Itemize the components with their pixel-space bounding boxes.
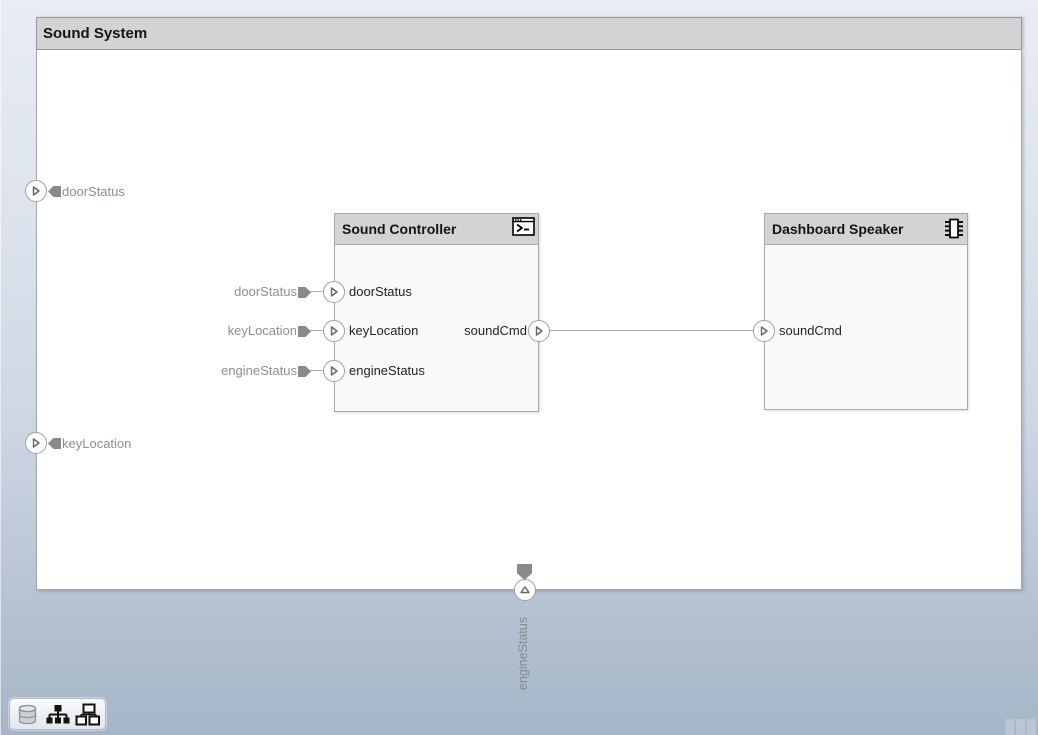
diagram-title-bar: Sound System	[36, 17, 1022, 50]
connection-stub-icon[interactable]	[517, 564, 532, 580]
data-dictionary-icon[interactable]	[14, 701, 41, 728]
port-label: soundCmd	[464, 323, 527, 338]
connection-stub-icon[interactable]	[48, 438, 61, 449]
port-label: keyLocation	[349, 323, 419, 338]
connection-wire[interactable]	[310, 330, 324, 331]
diagram-title: Sound System	[43, 25, 148, 42]
tree-view-icon[interactable]	[44, 701, 71, 728]
boundary-port-label: keyLocation	[62, 436, 132, 451]
boundary-port-label: doorStatus	[62, 184, 125, 199]
corner-chip	[1027, 719, 1036, 735]
connection-stub-icon[interactable]	[298, 366, 311, 377]
corner-chip	[1005, 719, 1014, 735]
view-switcher-toolbar	[9, 698, 106, 730]
output-port-triangle-icon	[535, 326, 543, 336]
ic-chip-icon	[943, 217, 964, 240]
boundary-input-port-doorstatus[interactable]	[25, 180, 47, 202]
input-port-triangle-icon	[32, 438, 40, 448]
input-port-triangle-icon	[330, 287, 338, 297]
component-header[interactable]: Dashboard Speaker	[765, 214, 967, 245]
component-dashboard-speaker[interactable]: Dashboard Speaker	[764, 213, 968, 410]
input-port-triangle-icon	[330, 366, 338, 376]
input-port-triangle-icon	[330, 326, 338, 336]
terminal-window-icon	[512, 217, 535, 236]
input-port-triangle-icon	[760, 326, 768, 336]
signal-source-label: engineStatus	[221, 363, 297, 378]
input-port-doorstatus[interactable]	[323, 281, 345, 303]
connection-soundcmd[interactable]	[550, 330, 753, 331]
connection-stub-icon[interactable]	[298, 287, 311, 298]
input-port-keylocation[interactable]	[323, 320, 345, 342]
boundary-input-port-keylocation[interactable]	[25, 432, 47, 454]
input-port-triangle-icon	[520, 586, 530, 594]
port-label: doorStatus	[349, 284, 412, 299]
component-title: Sound Controller	[342, 221, 457, 237]
component-sound-controller[interactable]: Sound Controller	[334, 213, 539, 412]
component-title: Dashboard Speaker	[772, 221, 904, 237]
corner-chip	[1016, 719, 1025, 735]
boundary-input-port-enginestatus[interactable]	[514, 579, 536, 601]
connection-stub-icon[interactable]	[298, 326, 311, 337]
port-label: soundCmd	[779, 323, 842, 338]
component-header[interactable]: Sound Controller	[335, 214, 538, 245]
output-port-soundcmd[interactable]	[528, 320, 550, 342]
connection-wire[interactable]	[310, 291, 324, 292]
input-port-triangle-icon	[32, 186, 40, 196]
connection-wire[interactable]	[310, 370, 324, 371]
input-port-soundcmd[interactable]	[753, 320, 775, 342]
port-label: engineStatus	[349, 363, 425, 378]
connection-stub-icon[interactable]	[48, 186, 61, 197]
signal-source-label: keyLocation	[227, 323, 297, 338]
signal-source-label: doorStatus	[234, 284, 297, 299]
hierarchy-view-icon[interactable]	[74, 701, 101, 728]
input-port-enginestatus[interactable]	[323, 360, 345, 382]
boundary-port-label: engineStatus	[516, 617, 530, 690]
